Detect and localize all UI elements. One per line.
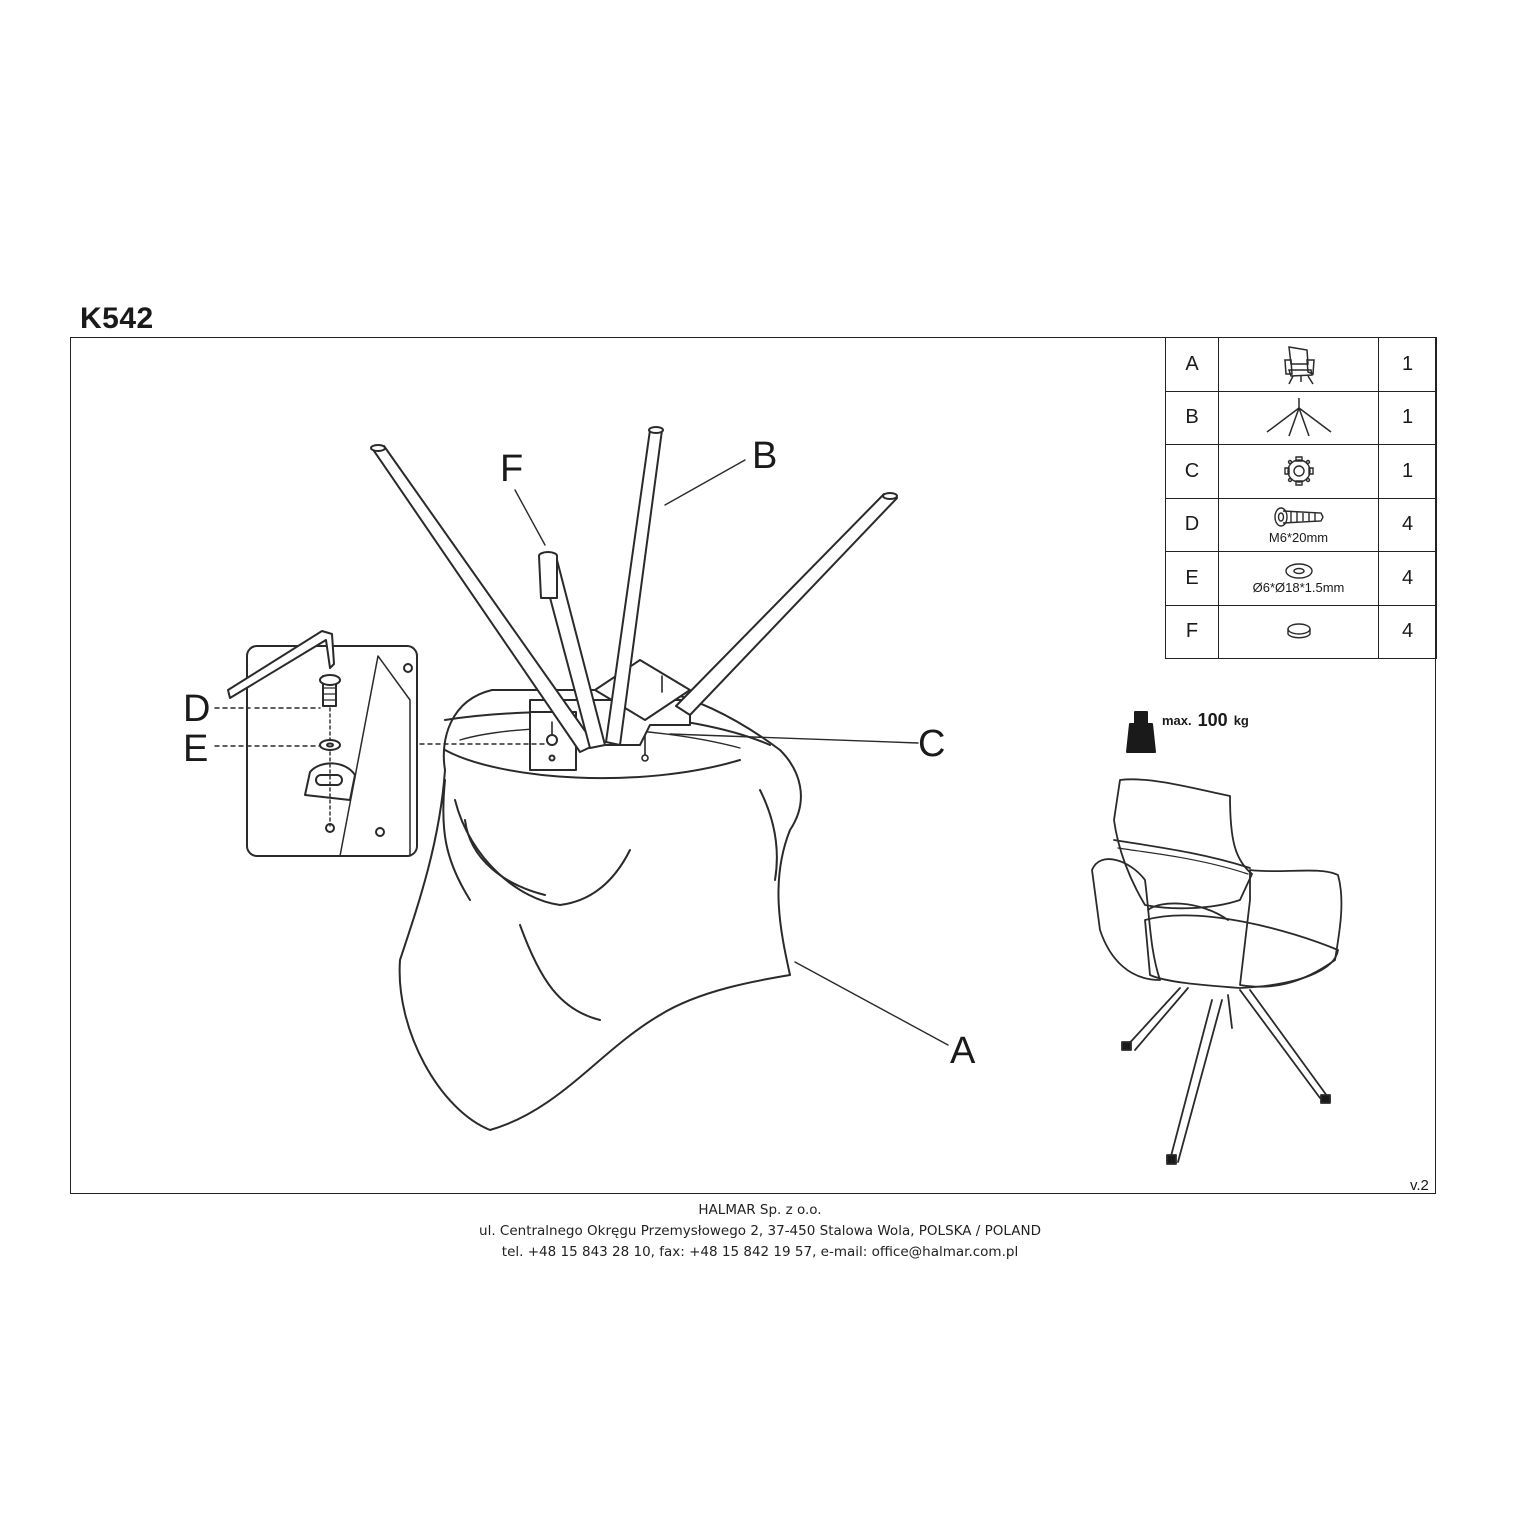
part-letter: D (1165, 497, 1219, 552)
footer-address: ul. Centralnego Okręgu Przemysłowego 2, … (479, 1223, 1041, 1239)
part-picture (1218, 604, 1379, 659)
parts-row: E Ø6*Ø18*1.5mm 4 (1165, 551, 1437, 606)
swivel-mechanism-icon (1283, 456, 1314, 486)
base-legs-icon (1266, 397, 1331, 437)
part-quantity: 1 (1378, 444, 1437, 499)
bolts-in-place (551, 675, 663, 762)
part-picture (1218, 337, 1379, 392)
part-picture: Ø6*Ø18*1.5mm (1218, 551, 1379, 606)
part-quantity: 4 (1378, 604, 1437, 659)
max-load-unit: kg (1233, 713, 1249, 728)
max-load-label: max. 100 kg (1128, 710, 1249, 731)
chair-upside-down-illustration (398, 689, 802, 1131)
part-letter: C (1165, 444, 1219, 499)
version-label: v.2 (1410, 1177, 1429, 1194)
part-picture (1218, 444, 1379, 499)
parts-row: D M6*20mm 4 (1165, 497, 1437, 552)
leader-lines (214, 459, 949, 1046)
chair-icon (1283, 346, 1315, 385)
footer-contact: tel. +48 15 843 28 10, fax: +48 15 842 1… (501, 1244, 1019, 1260)
part-letter: B (1165, 390, 1219, 445)
callout-d: D (183, 688, 211, 730)
part-quantity: 4 (1378, 551, 1437, 606)
callout-e: E (183, 728, 209, 770)
part-letter: A (1165, 337, 1219, 392)
part-picture (1218, 390, 1379, 445)
washer-icon (1284, 563, 1313, 579)
part-picture: M6*20mm (1218, 497, 1379, 552)
callout-b: B (752, 435, 778, 477)
callout-c: C (918, 723, 946, 765)
diagram-frame (70, 337, 1436, 1194)
callout-f: F (500, 448, 524, 490)
detail-inset (227, 630, 418, 857)
foot-cap-icon (1286, 623, 1311, 639)
part-spec: Ø6*Ø18*1.5mm (1252, 580, 1345, 596)
assembled-chair-illustration (1091, 778, 1343, 1165)
parts-row: A 1 (1165, 337, 1437, 392)
part-quantity: 1 (1378, 390, 1437, 445)
max-load-value: 100 (1197, 710, 1228, 730)
footer: HALMAR Sp. z o.o. ul. Centralnego Okręgu… (0, 1200, 1520, 1263)
part-letter: F (1165, 604, 1219, 659)
part-quantity: 4 (1378, 497, 1437, 552)
base-legs-drawing (370, 426, 898, 753)
model-code: K542 (80, 302, 154, 335)
part-spec: M6*20mm (1268, 529, 1329, 545)
bolt-icon (1273, 507, 1324, 527)
footer-company: HALMAR Sp. z o.o. (698, 1202, 822, 1218)
part-quantity: 1 (1378, 337, 1437, 392)
weight-icon (1126, 711, 1156, 753)
max-load-prefix: max. (1162, 713, 1192, 728)
parts-row: F 4 (1165, 604, 1437, 659)
part-letter: E (1165, 551, 1219, 606)
parts-row: C 1 (1165, 444, 1437, 499)
parts-table: A 1 B 1 C (1165, 337, 1437, 659)
parts-row: B 1 (1165, 390, 1437, 445)
callout-a: A (950, 1030, 976, 1072)
